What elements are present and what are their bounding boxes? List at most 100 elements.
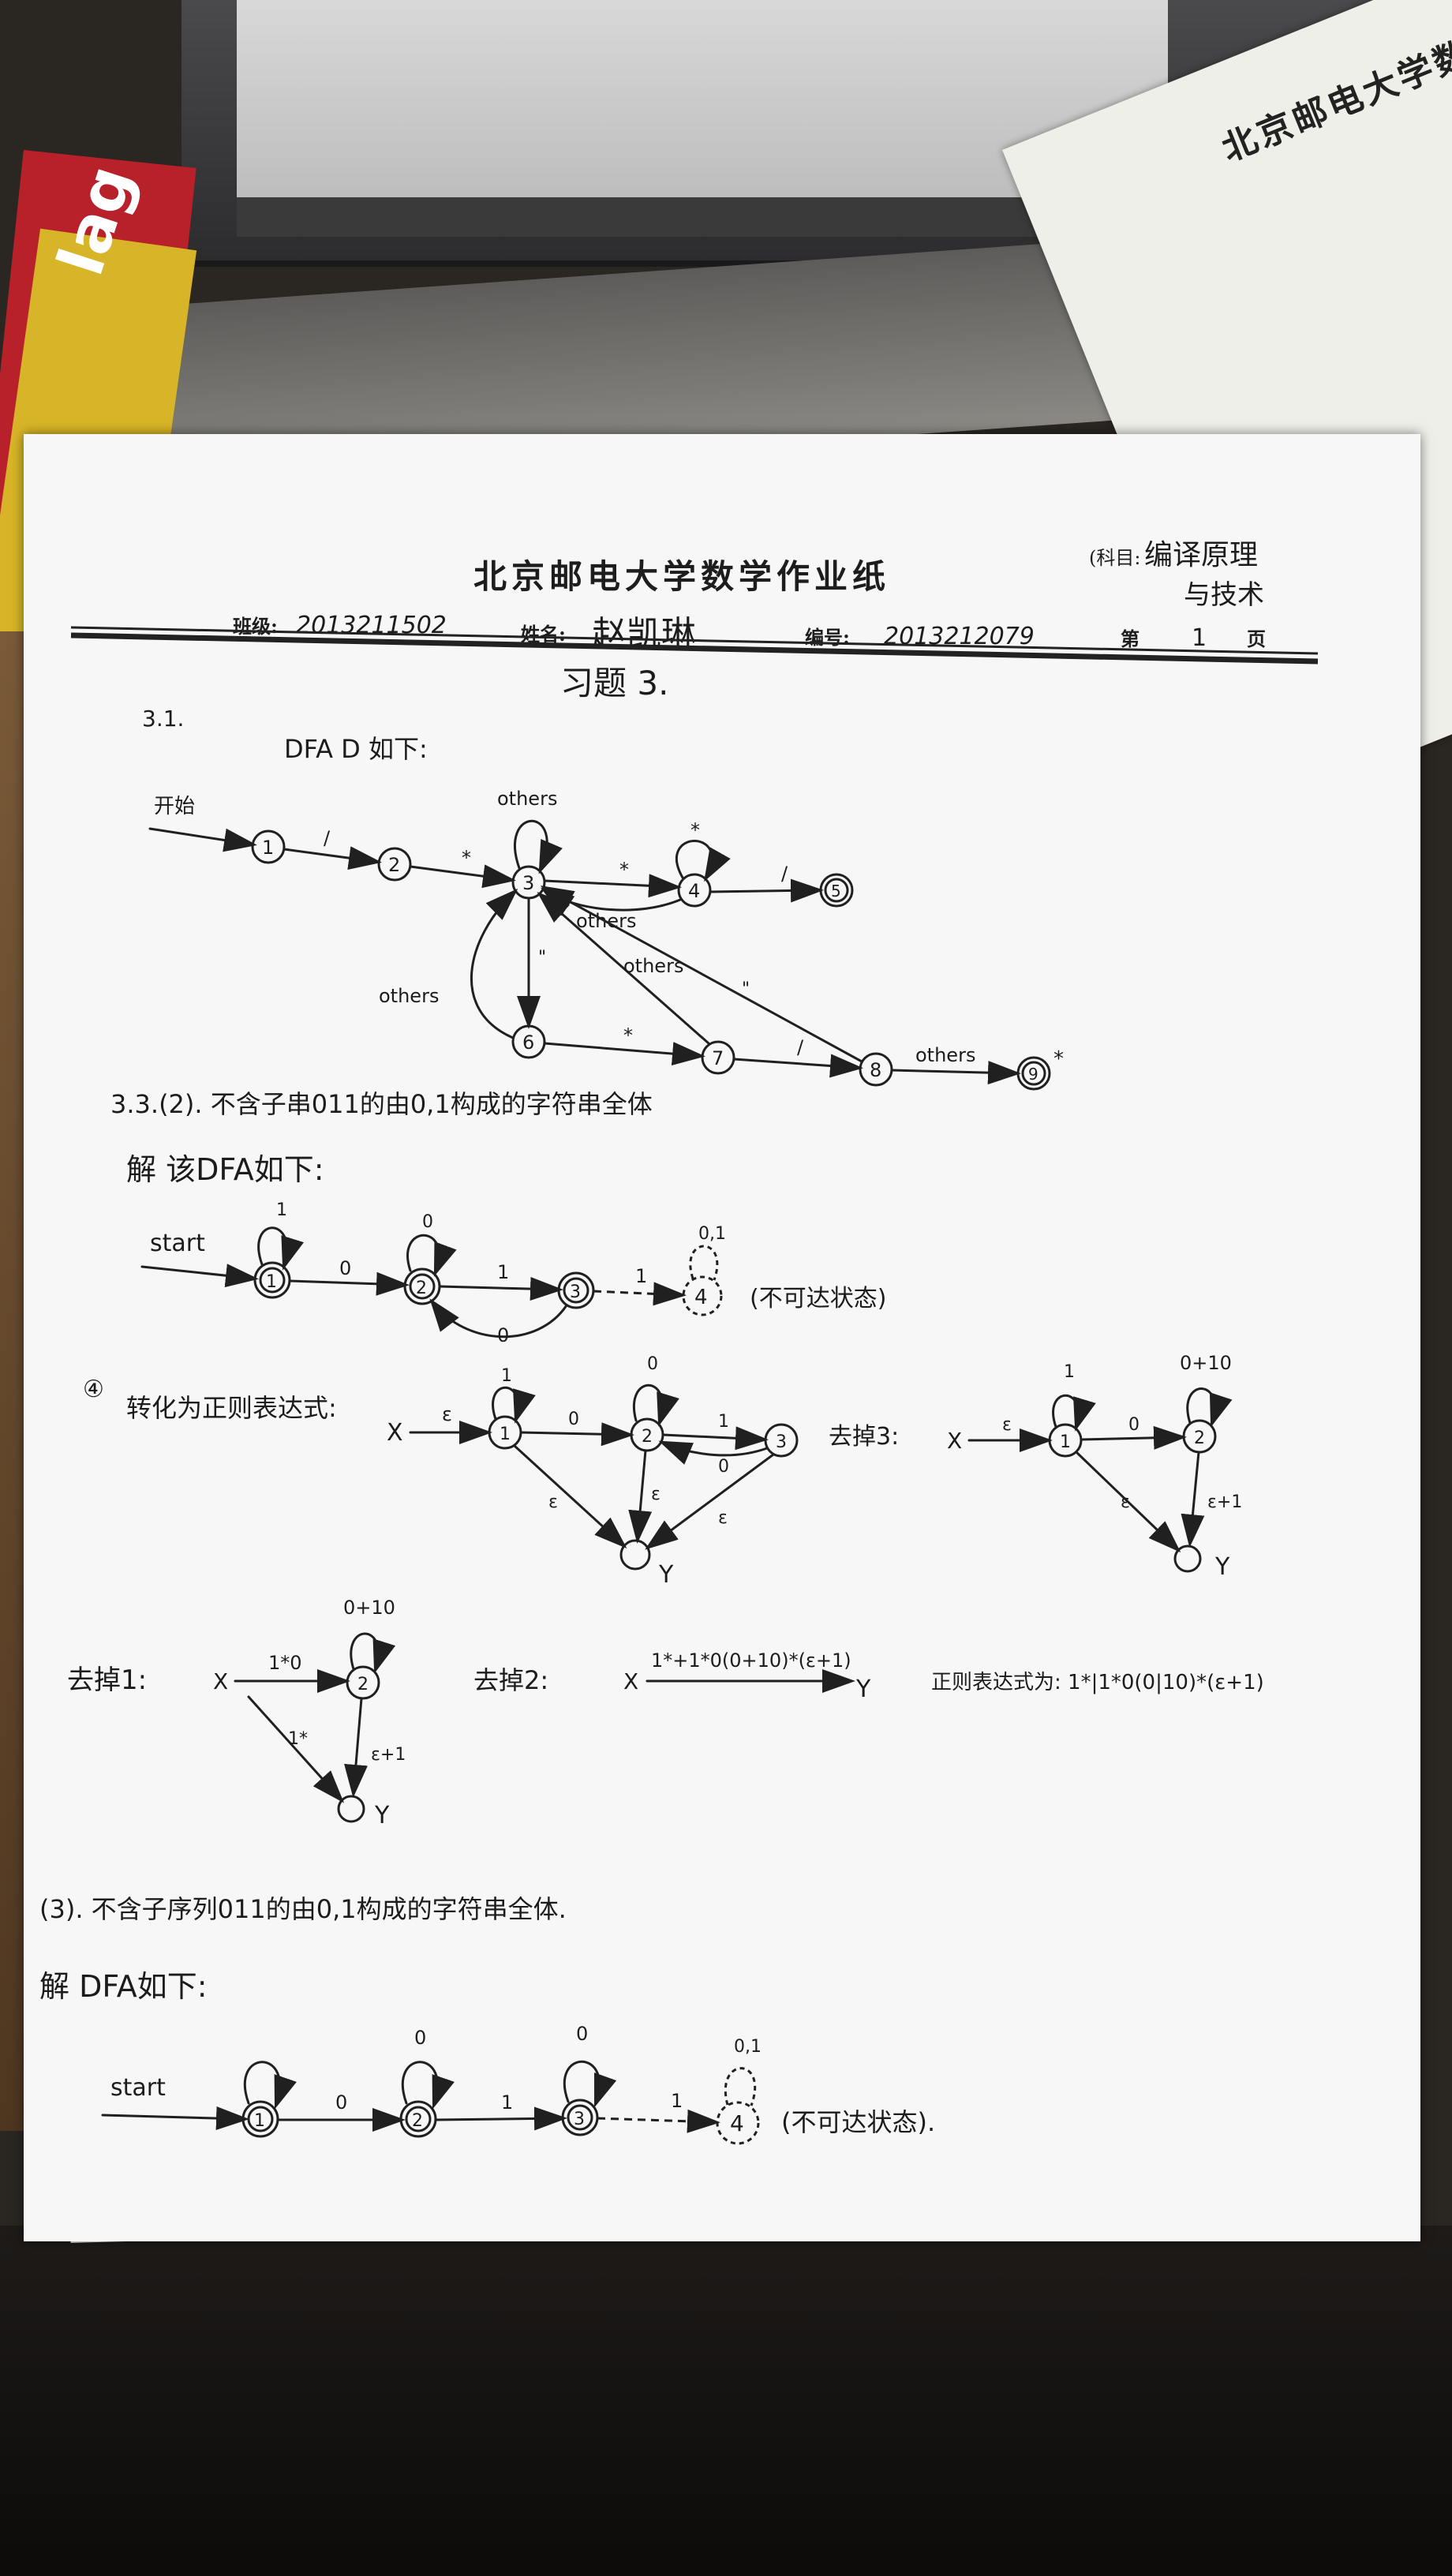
cd3-edge-x-y (247, 1695, 345, 1803)
cd1-x: X (387, 1419, 403, 1447)
dfa-31: 开始 1 2 3 4 5 6 7 8 9* / * others * * / (148, 788, 1064, 1091)
convert-heading: 转化为正则表达式: (126, 1393, 337, 1423)
dfa31-state-1: 1 (251, 829, 286, 864)
cd2-edge-1-2 (1080, 1425, 1187, 1450)
dfa33a-self-4-label: 0,1 (698, 1224, 726, 1244)
cd1-state-3: 3 (764, 1423, 799, 1458)
dfa31-edge-2-3-label: * (462, 847, 471, 869)
dfa33b-edge-3-4 (597, 2109, 720, 2133)
convert-diagram-1: X ε 1 2 3 Y 1 0 0 1 0 ε ε ε (387, 1354, 799, 1589)
cd3-x: X (213, 1668, 228, 1694)
dfa33b-note: (不可达状态). (781, 2107, 935, 2137)
dfa31-edge-1-2-label: / (324, 827, 331, 849)
cd1-edge-3-2 (658, 1440, 769, 1465)
convert-diagram-3: 去掉1: X 1*0 2 0+10 Y 1* ε+1 (67, 1597, 406, 1829)
dfa33a-state-2-label: 2 (416, 1279, 427, 1298)
dfa31-self-3 (514, 819, 563, 874)
cd3-edge-x-2-label: 1*0 (268, 1652, 302, 1674)
cd4-y: Y (855, 1676, 871, 1703)
dfa33a-edge-3-2-label: 0 (497, 1324, 509, 1346)
dfa31-state-9: 9* (1016, 1047, 1064, 1091)
dfa31-edge-6-3 (470, 888, 518, 1039)
dfa33b-edge-3-4-label: 1 (671, 2090, 683, 2112)
dfa33a-self-4 (689, 1245, 719, 1281)
dfa31-edge-8-3 (540, 886, 863, 1063)
cd1-state-3-label: 3 (776, 1432, 787, 1452)
q33a-solution: 解 该DFA如下: (126, 1152, 324, 1187)
dfa33b-edge-1-2-label: 0 (335, 2091, 347, 2114)
cd1-edge-1-y-label: ε (548, 1492, 558, 1512)
cd3-y: Y (374, 1802, 390, 1829)
cd3-state-y (337, 1795, 365, 1823)
dfa31-state-7-label: 7 (712, 1047, 724, 1069)
dfa31-state-4: 4 (677, 873, 712, 908)
q33b-label: (3). 不含子序列011的由0,1构成的字符串全体. (39, 1894, 567, 1924)
header-rule-thick (70, 632, 1319, 665)
page-value: 1 (1192, 624, 1207, 652)
dfa31-state-1-label: 1 (262, 837, 274, 859)
number-label: 编号: (805, 626, 850, 649)
class-label: 班级: (233, 615, 278, 638)
dfa33a-state-4: 4 (682, 1275, 723, 1316)
cd1-self-2 (633, 1383, 679, 1427)
header-rule-thin (70, 626, 1319, 655)
q33b-section: (3). 不含子序列011的由0,1构成的字符串全体. 解 DFA如下: sta… (39, 1894, 935, 2145)
dfa31-self-4 (675, 840, 731, 882)
cd1-state-1: 1 (488, 1415, 522, 1450)
dfa33b-state-2: 2 (399, 2100, 437, 2138)
cd3-state-2-label: 2 (357, 1675, 369, 1694)
dfa33a-state-1: 1 (253, 1261, 291, 1299)
dfa31-edge-6-7-label: * (623, 1024, 633, 1046)
cd2-x: X (947, 1428, 962, 1454)
dfa33a-self-2-label: 0 (422, 1212, 433, 1232)
dfa33b-self-3-label: 0 (576, 2023, 588, 2045)
dfa33b-start-arrow (101, 2106, 249, 2130)
dfa33b-state-3-label: 3 (574, 2110, 585, 2129)
dfa31-self-4-label: * (690, 819, 700, 841)
convert-diagram-4: 去掉2: X 1*+1*0(0+10)*(ε+1) Y (473, 1649, 871, 1703)
dfa33b-state-1-label: 1 (254, 2111, 265, 2131)
exercise-title: 习题 3. (560, 664, 668, 702)
dfa33a-state-2: 2 (403, 1267, 441, 1305)
cd3-edge-2-y (344, 1697, 368, 1798)
dfa33a-self-1 (257, 1226, 305, 1271)
dfa31-start-label: 开始 (154, 795, 195, 818)
dfa33b-state-4-label: 4 (730, 2110, 744, 2136)
regex-result: 正则表达式为: 1*|1*0(0|10)*(ε+1) (931, 1671, 1264, 1694)
dfa31-edge-7-3 (537, 892, 710, 1045)
dfa31-state-8-label: 8 (870, 1059, 881, 1081)
dfa31-edge-4-5 (709, 878, 824, 903)
q31-section: 3.1. DFA D 如下: 开始 1 2 3 4 5 6 7 8 9* / *… (142, 706, 1064, 1091)
dfa33b-self-2-label: 0 (414, 2027, 426, 2049)
cd2-title: 去掉3: (829, 1423, 899, 1451)
dfa31-edge-1-2 (283, 846, 382, 871)
dfa33b-self-3 (563, 2060, 617, 2108)
convert-marker: ④ (83, 1376, 104, 1403)
cd2-self-1 (1052, 1394, 1096, 1432)
dfa-33b: start 1 2 3 4 0 0 0 1 1 0,1 (不可达状态). (101, 2023, 935, 2145)
dfa31-edge-8-9-label: others (915, 1044, 975, 1066)
dfa33b-self-4-label: 0,1 (734, 2037, 762, 2057)
dfa31-edge-4-5-label: / (781, 863, 788, 885)
subject-label: (科目: (1089, 547, 1140, 569)
dfa33a-self-1-label: 1 (276, 1200, 287, 1220)
dfa33b-edge-2-3 (434, 2106, 567, 2131)
dfa33b-self-2 (401, 2061, 455, 2110)
subject-value-1: 编译原理 (1144, 539, 1258, 571)
cd1-self-1-label: 1 (501, 1366, 512, 1386)
laptop-taskbar (237, 197, 1168, 237)
cd2-edge-2-y-label: ε+1 (1207, 1492, 1242, 1512)
cd2-edge-x-1-label: ε (1002, 1415, 1012, 1435)
cd4-title: 去掉2: (473, 1665, 548, 1695)
page-label-1: 第 (1121, 627, 1140, 650)
cd2-edge-1-y (1075, 1451, 1181, 1553)
dfa33a-state-1-label: 1 (266, 1272, 277, 1292)
dfa33b-state-2-label: 2 (412, 2111, 423, 2131)
dfa33a-start-label: start (150, 1230, 205, 1257)
cd1-edge-1-2-label: 0 (568, 1410, 579, 1429)
cd1-edge-3-y-label: ε (718, 1508, 728, 1528)
q33a-section: 3.3.(2). 不含子串011的由0,1构成的字符串全体 解 该DFA如下: … (110, 1089, 886, 1346)
cd1-state-2-label: 2 (642, 1427, 653, 1447)
dfa33a-state-3: 3 (557, 1271, 595, 1309)
dfa31-state-5: 5 (819, 873, 854, 908)
